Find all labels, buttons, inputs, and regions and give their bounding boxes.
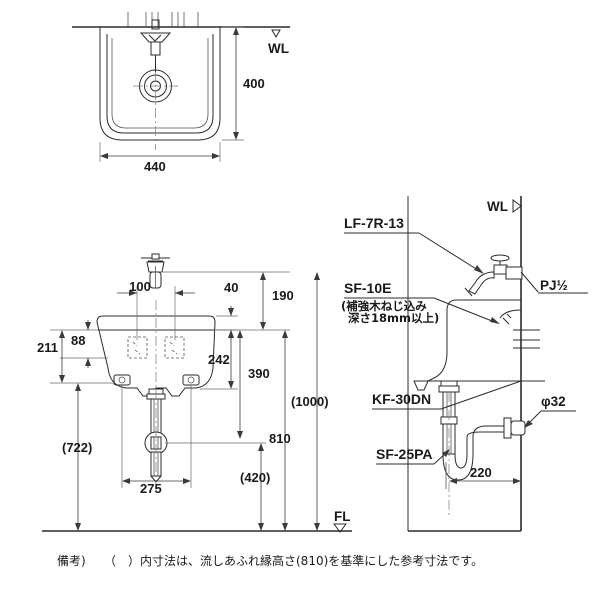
plan-basin-inner-line — [111, 38, 209, 129]
plan-basin-inner-rim — [106, 34, 214, 134]
elev-faucet — [141, 253, 170, 289]
side-faucet — [464, 254, 523, 297]
callout-phi32-label: φ32 — [541, 394, 566, 409]
part-callout-sf10e: SF-10E (補強木ねじ込み 深さ18mm以上) — [341, 280, 500, 325]
side-bracket-marks — [502, 313, 545, 382]
elev-dim-190: 190 — [160, 271, 294, 330]
part-label-sf10e: SF-10E — [344, 280, 391, 296]
elev-dim-390-label: 390 — [248, 366, 270, 381]
plan-dim-440: 440 — [144, 159, 166, 174]
plan-wl-label: WL — [268, 41, 289, 56]
plan-faucet — [139, 19, 172, 72]
part-label-kf30dn: KF-30DN — [372, 391, 431, 407]
elev-basin-outline — [96, 315, 216, 397]
part-note-sf10e-line1: (補強木ねじ込み — [341, 299, 427, 313]
side-basin-outline — [413, 299, 521, 391]
elev-dim-242-label: 242 — [208, 352, 230, 367]
side-wl-label: WL — [487, 199, 508, 214]
elev-dim-242: 242 — [200, 329, 238, 390]
front-elevation-view: FL — [37, 253, 352, 533]
footer-note: 備考) （ ）内寸法は、流しあふれ縁高さ(810)を基準にした参考寸法です。 — [57, 553, 483, 568]
side-dim-220: 220 — [449, 465, 521, 484]
side-section-view: WL — [341, 196, 588, 532]
elev-dim-100: 100 — [117, 279, 195, 340]
elev-fl-label: FL — [334, 509, 351, 524]
side-dim-220-label: 220 — [470, 465, 492, 480]
elev-dim-88-label: 88 — [71, 333, 85, 348]
note-prefix: 備考) — [57, 553, 86, 568]
elev-dim-722: (722) — [62, 383, 92, 531]
part-callout-sf25pa: SF-25PA — [376, 446, 450, 465]
elev-dim-810-label: 810 — [269, 431, 291, 446]
elev-dim-40: 40 — [216, 280, 238, 340]
plan-dim-400: 400 — [243, 76, 265, 91]
elev-dim-88: 88 — [60, 320, 108, 368]
elev-dim-1000: (1000) — [291, 272, 329, 531]
elev-dim-211-label: 211 — [37, 340, 58, 355]
elev-dim-420-label: (420) — [240, 470, 270, 485]
part-note-sf10e-line2: 深さ18mm以上) — [348, 311, 439, 325]
plan-basin-outline — [99, 26, 221, 141]
plan-dim-depth: 400 — [222, 26, 265, 141]
plan-dim-width: 440 — [99, 142, 221, 174]
side-drain-trap — [438, 380, 526, 489]
plan-wl-marker: WL — [268, 29, 289, 56]
elev-dim-190-label: 190 — [272, 288, 294, 303]
elev-dim-275: 275 — [121, 385, 192, 496]
elev-dim-275-label: 275 — [140, 481, 162, 496]
elev-dim-722-label: (722) — [62, 440, 92, 455]
elev-dim-40-label: 40 — [224, 280, 238, 295]
elev-basin-feet — [113, 374, 200, 386]
callout-pj-half: PJ½ — [520, 271, 588, 294]
elev-bracket-holes — [127, 336, 185, 359]
elev-dim-100-label: 100 — [129, 279, 151, 294]
plan-wall-hatching — [127, 12, 199, 27]
callout-phi32: φ32 — [524, 394, 576, 428]
elev-fl-marker: FL — [333, 509, 351, 533]
side-wl-marker: WL — [487, 199, 522, 214]
part-callout-kf30dn: KF-30DN — [372, 380, 522, 410]
plan-view: WL 400 440 — [72, 12, 290, 174]
elev-dim-211: 211 — [37, 329, 114, 384]
note-text: （ ）内寸法は、流しあふれ縁高さ(810)を基準にした参考寸法です。 — [104, 553, 483, 568]
callout-pj-label: PJ½ — [540, 278, 568, 293]
part-callout-lf7r13: LF-7R-13 — [344, 215, 484, 274]
part-label-sf25pa: SF-25PA — [376, 446, 433, 462]
elev-dim-390: 390 — [237, 330, 270, 439]
elev-dim-810: 810 — [215, 329, 291, 531]
part-label-lf7r13: LF-7R-13 — [344, 215, 404, 231]
elev-dim-420: (420) — [165, 442, 270, 531]
elev-dim-1000-label: (1000) — [291, 394, 329, 409]
